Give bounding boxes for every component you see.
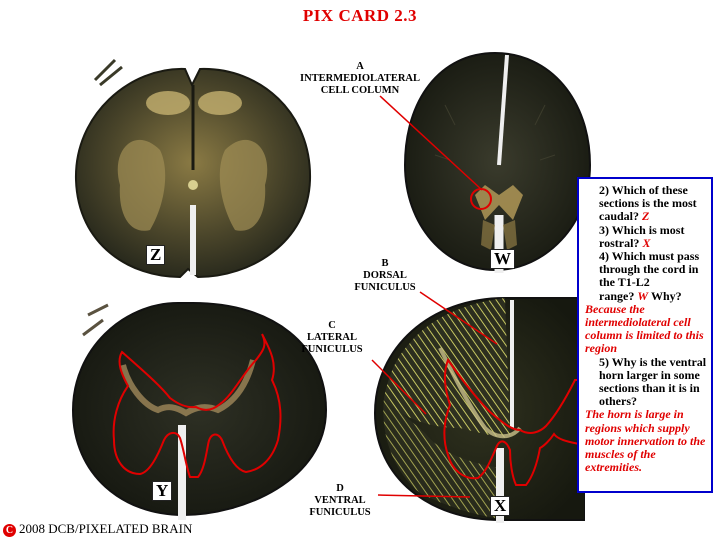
question-4-text: 4) Which must pass through the cord in t… — [599, 249, 700, 303]
question-3-text: 3) Which is most rostral? — [599, 222, 685, 250]
label-d-letter: D — [336, 483, 344, 494]
answer-2: Z — [642, 209, 650, 224]
answer-5: The horn is large in regions which suppl… — [585, 407, 706, 475]
section-x-tag: X — [490, 496, 511, 516]
label-d: D VENTRAL FUNICULUS — [300, 483, 380, 519]
question-5: 5) Why is the ventral horn larger in som… — [599, 354, 707, 409]
label-d-line2: FUNICULUS — [309, 507, 371, 518]
copyright-text: 2008 DCB/PIXELATED BRAIN — [19, 521, 193, 536]
question-4: 4) Which must pass through the cord in t… — [585, 249, 707, 303]
section-y-tag: Y — [152, 481, 173, 501]
answer-4: W — [637, 288, 648, 303]
copyright-icon: C — [3, 524, 16, 537]
label-b-line1: DORSAL — [363, 270, 407, 281]
label-a-letter: A — [356, 61, 364, 72]
question-answer-box: 2) Which of these sections is the most c… — [577, 177, 713, 493]
label-b: B DORSAL FUNICULUS — [345, 258, 425, 294]
answer-4-explanation: Because the intermediolateral cell colum… — [585, 301, 704, 356]
question-4-why: Why? — [651, 288, 682, 303]
page-title: PIX CARD 2.3 — [302, 6, 418, 25]
section-x-image: X — [370, 288, 585, 523]
section-w-tag: W — [490, 249, 515, 269]
section-z-tag: Z — [146, 245, 166, 265]
question-2-text: 2) Which of these sections is the most c… — [599, 183, 697, 224]
label-b-letter: B — [381, 258, 389, 269]
label-a-line1: INTERMEDIOLATERAL — [300, 73, 420, 84]
label-d-line1: VENTRAL — [314, 495, 366, 506]
label-c: C LATERAL FUNICULUS — [292, 320, 372, 356]
question-3: 3) Which is most rostral? X — [585, 222, 707, 250]
label-b-line2: FUNICULUS — [354, 282, 416, 293]
section-z-image: Z — [60, 55, 325, 290]
label-c-letter: C — [328, 320, 336, 331]
label-c-line2: FUNICULUS — [301, 344, 363, 355]
answer-3: X — [642, 235, 651, 250]
question-2: 2) Which of these sections is the most c… — [585, 183, 707, 224]
label-a-line2: CELL COLUMN — [320, 85, 400, 96]
label-c-line1: LATERAL — [307, 332, 357, 343]
label-a: A INTERMEDIOLATERAL CELL COLUMN — [290, 61, 430, 97]
